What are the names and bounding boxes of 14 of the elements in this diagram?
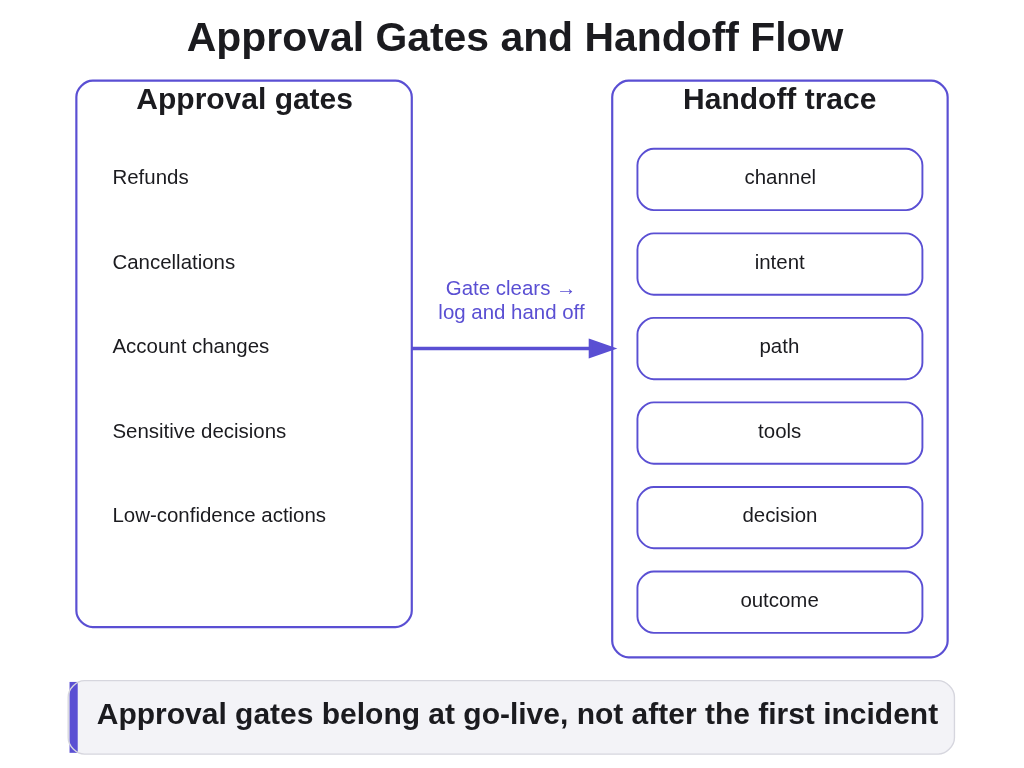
edge-label: Gate clears → log and hand off xyxy=(438,276,585,323)
arrow xyxy=(411,338,618,359)
node-box: path xyxy=(636,316,924,381)
label: Low-confidence actions xyxy=(112,503,327,527)
label: Account changes xyxy=(112,334,270,358)
node-box: intent xyxy=(636,232,924,296)
label: Refunds xyxy=(112,165,189,189)
label: Cancellations xyxy=(112,249,236,273)
label: Sensitive decisions xyxy=(112,418,287,442)
node-box: decision xyxy=(636,486,924,550)
node-box: outcome xyxy=(636,570,924,634)
node-box: channel xyxy=(636,147,924,212)
diagram-title: Approval Gates and Handoff Flow xyxy=(186,13,844,60)
node-box: tools xyxy=(636,401,924,465)
